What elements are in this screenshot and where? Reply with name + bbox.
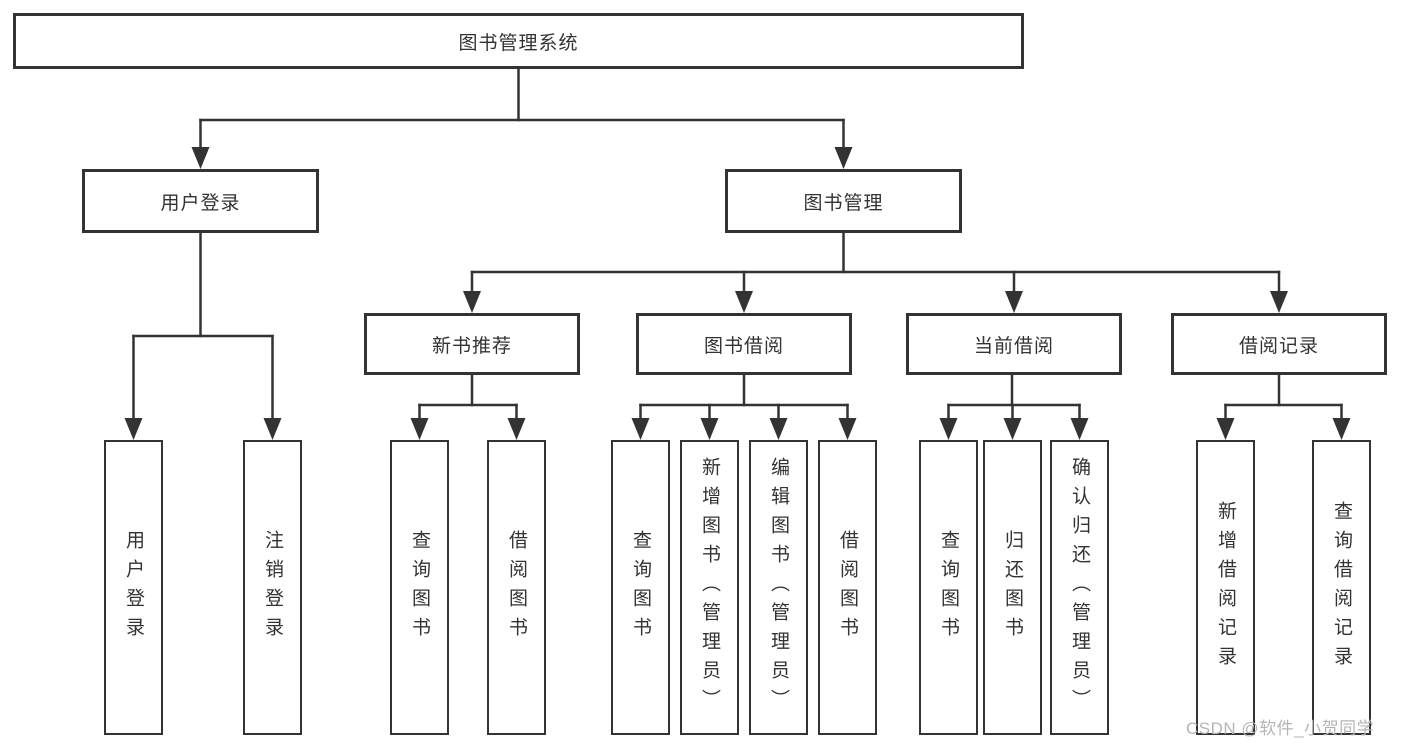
connector-user-login xyxy=(124,231,282,440)
arrowhead-icon xyxy=(191,147,210,169)
arrowhead-icon xyxy=(769,418,788,440)
arrowhead-icon xyxy=(1003,418,1022,440)
node-borrowing-records: 借阅记录 xyxy=(1171,313,1387,375)
arrowhead-icon xyxy=(1216,418,1235,440)
watermark-text: CSDN @软件_小贺同学 xyxy=(1186,719,1375,738)
leaf-return-books: 归还图书 xyxy=(983,440,1042,735)
arrowhead-icon xyxy=(631,418,650,440)
arrowhead-icon xyxy=(939,418,958,440)
node-book-management: 图书管理 xyxy=(725,169,962,233)
arrowhead-icon xyxy=(834,147,853,169)
arrowhead-icon xyxy=(838,418,857,440)
leaf-query-books: 查询图书 xyxy=(390,440,449,735)
connector-borrow xyxy=(631,373,857,440)
arrowhead-icon xyxy=(735,291,753,313)
arrowhead-icon xyxy=(700,418,719,440)
leaf-query-books-2: 查询图书 xyxy=(611,440,670,735)
connector-book-management xyxy=(463,231,1288,313)
arrowhead-icon xyxy=(1270,291,1288,313)
arrowhead-icon xyxy=(410,418,429,440)
connector-root xyxy=(191,67,853,169)
leaf-query-books-3: 查询图书 xyxy=(919,440,978,735)
arrowhead-icon xyxy=(1070,418,1089,440)
leaf-user-login: 用户登录 xyxy=(104,440,163,735)
leaf-logout: 注销登录 xyxy=(243,440,302,735)
leaf-confirm-return-admin: 确认归还（管理员） xyxy=(1050,440,1109,735)
node-current-borrowing: 当前借阅 xyxy=(906,313,1122,375)
connector-current xyxy=(939,373,1089,440)
leaf-add-borrow-record: 新增借阅记录 xyxy=(1196,440,1255,735)
connector-records xyxy=(1216,373,1351,440)
arrowhead-icon xyxy=(1005,291,1023,313)
connector-recommend xyxy=(410,373,526,440)
node-new-book-recommendation: 新书推荐 xyxy=(364,313,580,375)
leaf-add-books-admin: 新增图书（管理员） xyxy=(680,440,739,735)
arrowhead-icon xyxy=(507,418,526,440)
leaf-query-borrow-record: 查询借阅记录 xyxy=(1312,440,1371,735)
arrowhead-icon xyxy=(1332,418,1351,440)
arrowhead-icon xyxy=(463,291,481,313)
node-library-management-system: 图书管理系统 xyxy=(13,13,1024,69)
leaf-borrow-books: 借阅图书 xyxy=(487,440,546,735)
leaf-borrow-books-2: 借阅图书 xyxy=(818,440,877,735)
arrowhead-icon xyxy=(263,418,282,440)
node-user-login: 用户登录 xyxy=(82,169,319,233)
arrowhead-icon xyxy=(124,418,143,440)
leaf-edit-books-admin: 编辑图书（管理员） xyxy=(749,440,808,735)
node-book-borrowing: 图书借阅 xyxy=(636,313,852,375)
